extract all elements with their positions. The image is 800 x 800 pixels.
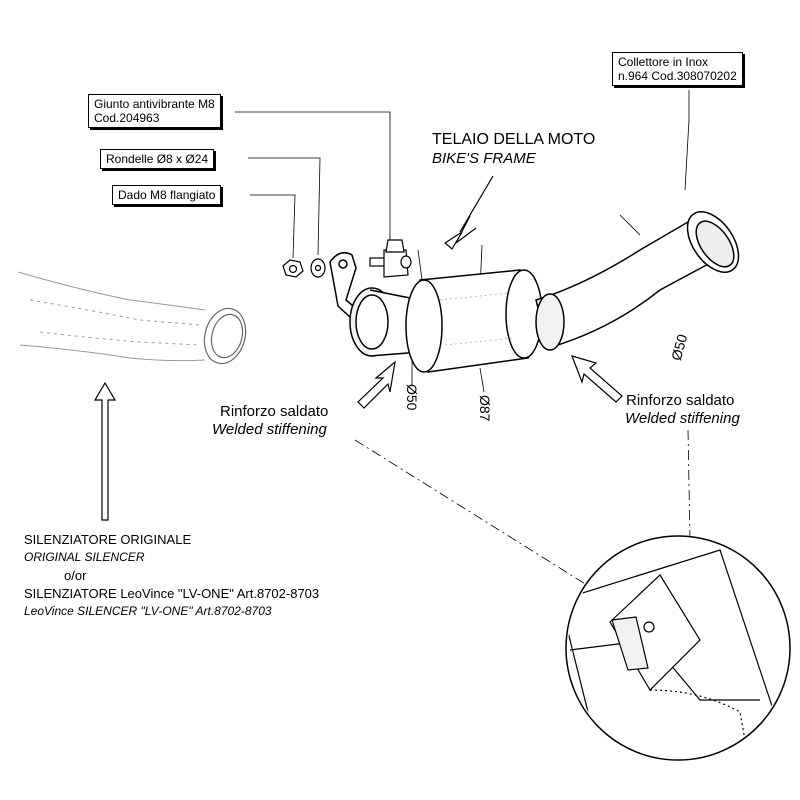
callout-collettore: Collettore in Inox n.964 Cod.308070202: [612, 52, 743, 86]
original-silencer-outline: [17, 271, 206, 362]
callout-dado-text: Dado M8 flangiato: [118, 188, 216, 202]
frame-label-en: BIKE'S FRAME: [432, 150, 536, 167]
original-silencer-inlet: [203, 307, 247, 365]
dimension-d87: Ø87: [477, 395, 493, 422]
callout-giunto-line2: Cod.204963: [94, 111, 160, 125]
main-body-cylinder: [405, 269, 543, 373]
callout-giunto-line1: Giunto antivibrante M8: [94, 97, 215, 111]
callout-rondelle: Rondelle Ø8 x Ø24: [100, 149, 215, 169]
right-pipe: [535, 220, 714, 351]
callout-giunto: Giunto antivibrante M8 Cod.204963: [88, 94, 221, 128]
silencer-pointer-arrow: [93, 381, 117, 521]
nut-m8: [282, 259, 304, 278]
dimension-d50-left: Ø50: [404, 384, 420, 411]
antivibration-mount: [369, 239, 412, 278]
callout-collettore-line2: n.964 Cod.308070202: [618, 69, 737, 83]
main-body-shading: [439, 292, 516, 346]
frame-arrow: [443, 175, 494, 250]
silencer-line5: LeoVince SILENCER "LV-ONE" Art.8702-8703: [24, 604, 272, 618]
stiffening-right-it: Rinforzo saldato: [626, 392, 735, 409]
silencer-line2: ORIGINAL SILENCER: [24, 550, 145, 564]
detail-leaders: [354, 429, 691, 591]
stiffening-left-en: Welded stiffening: [212, 421, 327, 438]
stiffening-left-it: Rinforzo saldato: [220, 403, 329, 420]
callout-collettore-line1: Collettore in Inox: [618, 55, 709, 69]
callout-rondelle-text: Rondelle Ø8 x Ø24: [106, 152, 209, 166]
detail-content: [568, 549, 788, 758]
frame-label-it: TELAIO DELLA MOTO: [432, 131, 596, 148]
stiffening-right-arrow: [571, 355, 623, 403]
silencer-line3: o/or: [64, 568, 87, 583]
collector-flange: [686, 211, 740, 273]
callout-dado: Dado M8 flangiato: [112, 185, 222, 205]
washer: [310, 258, 326, 278]
stiffening-right-en: Welded stiffening: [625, 410, 740, 427]
stiffening-left-arrow: [357, 360, 396, 409]
silencer-line1: SILENZIATORE ORIGINALE: [24, 532, 192, 547]
silencer-line4: SILENZIATORE LeoVince "LV-ONE" Art.8702-…: [24, 586, 320, 601]
